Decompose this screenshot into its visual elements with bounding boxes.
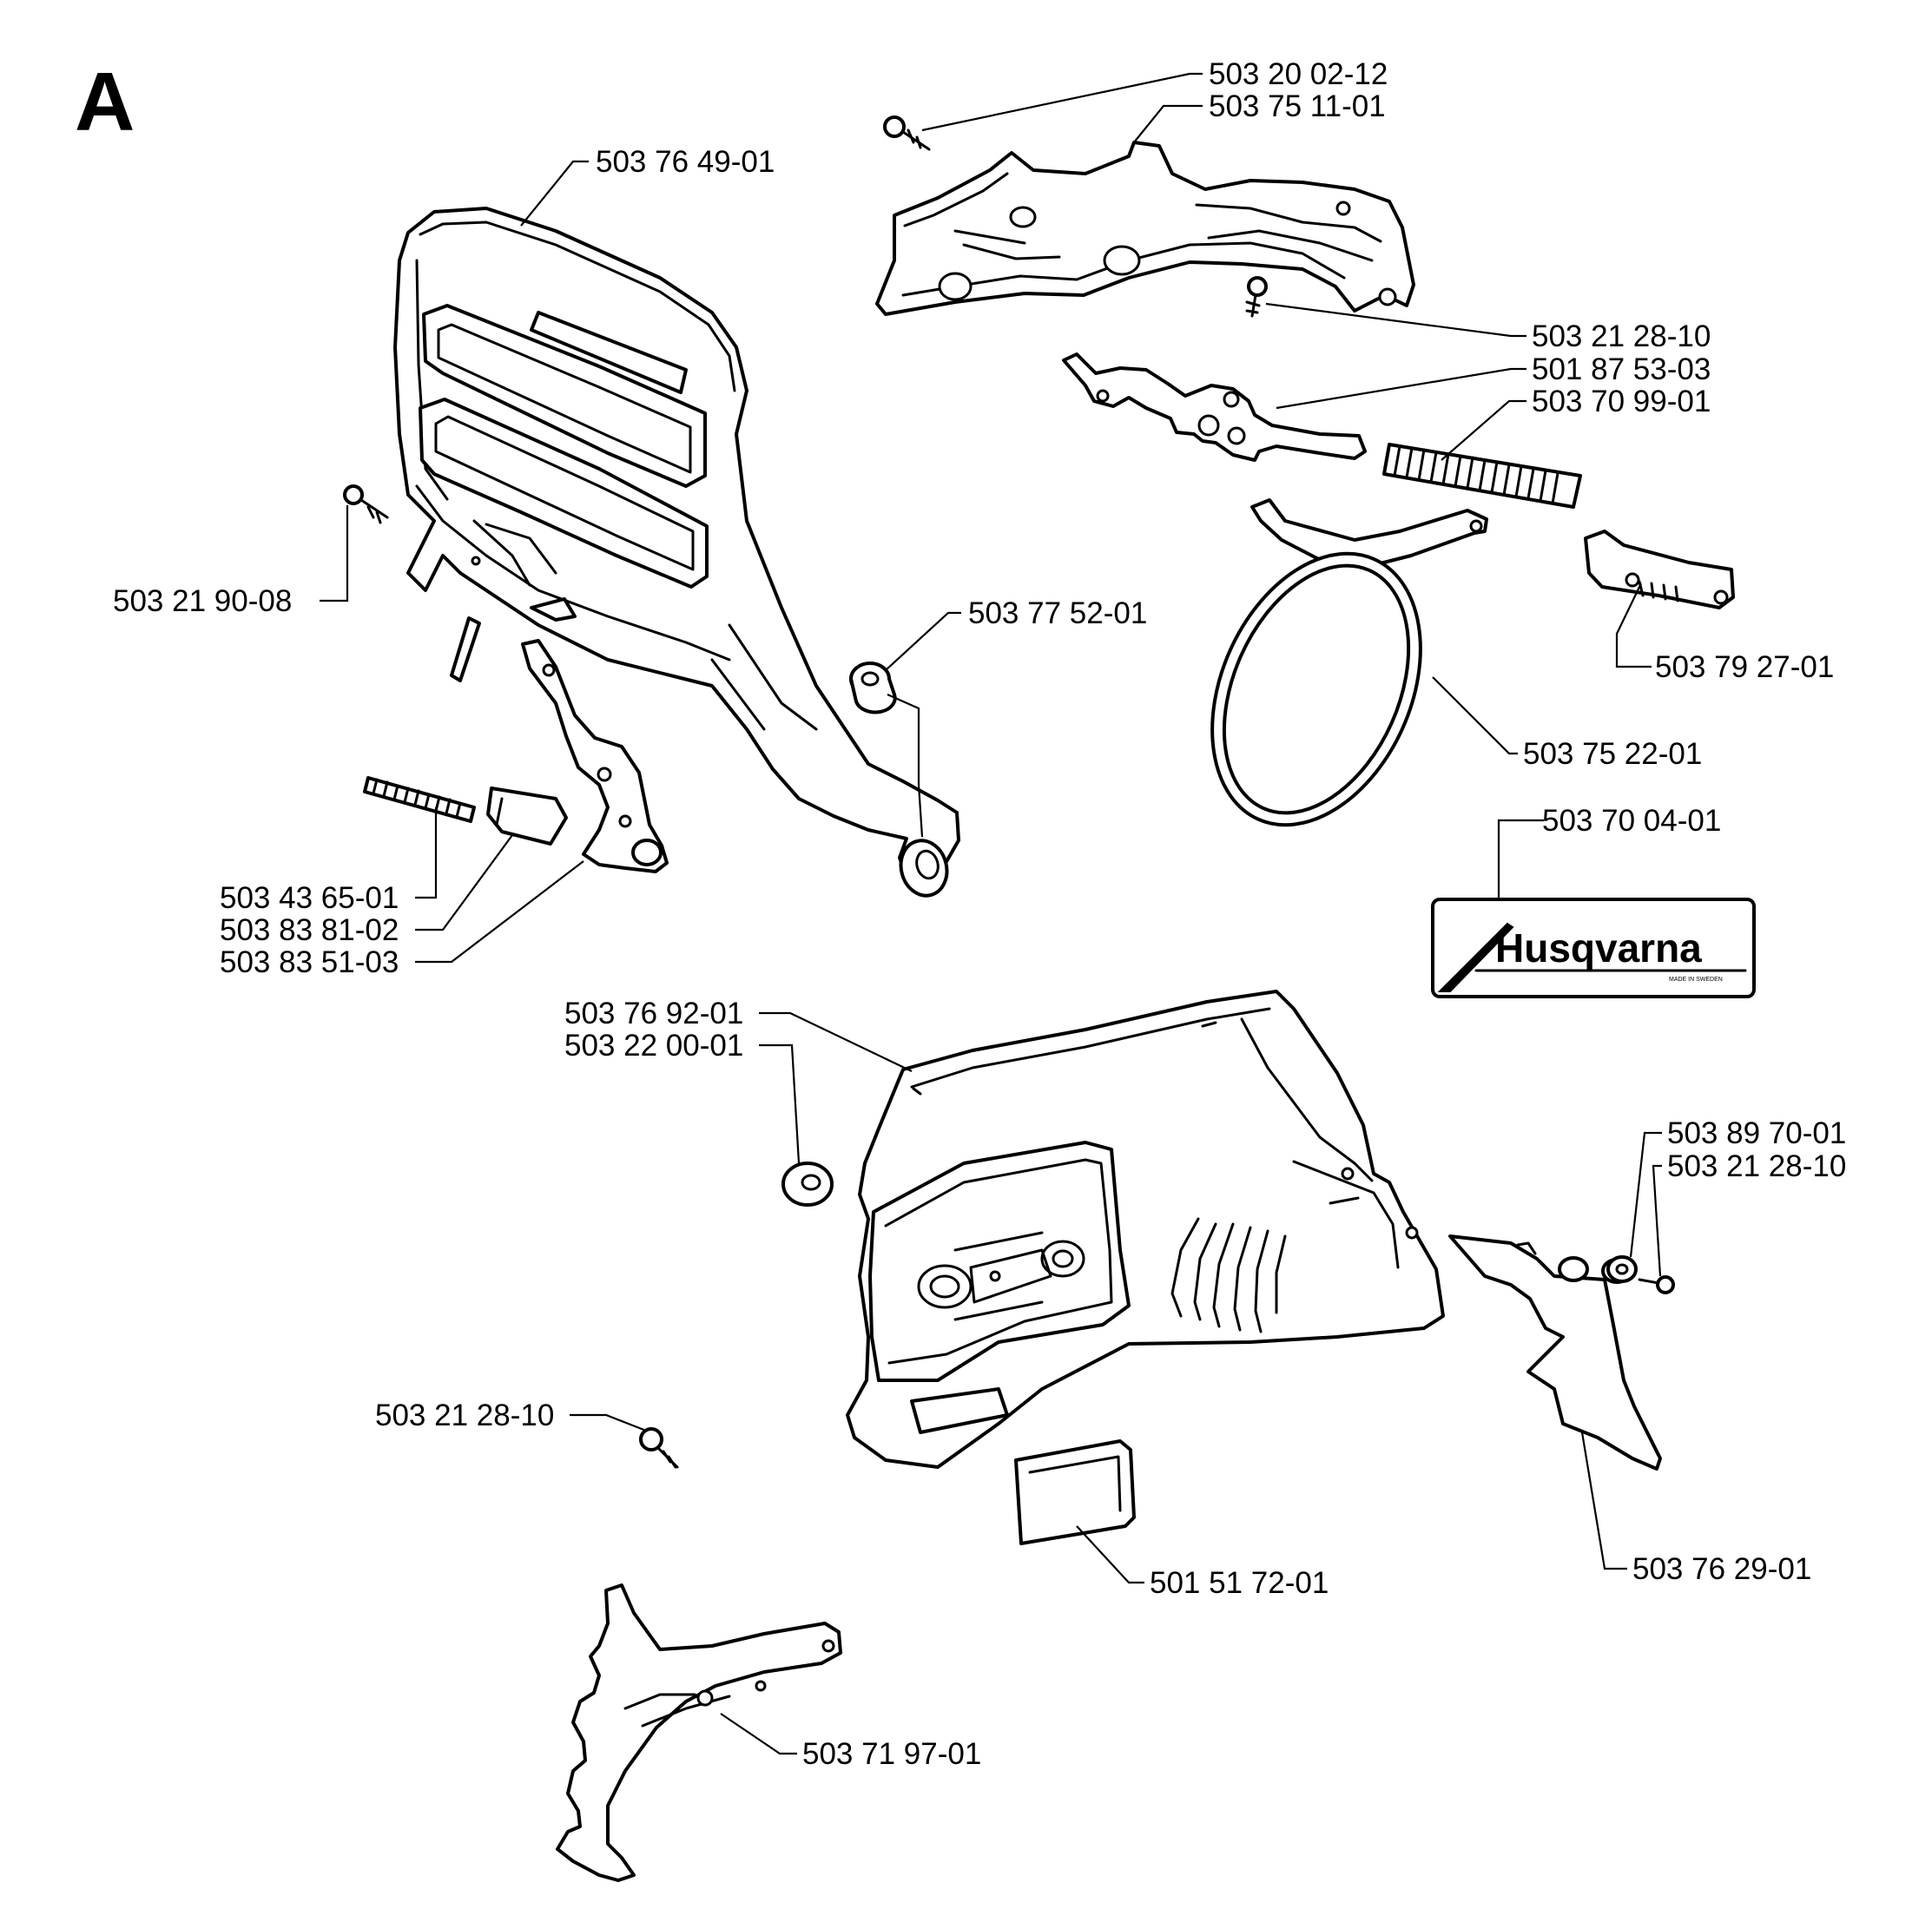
part-label: 503 77 52-01 xyxy=(968,596,1147,630)
bumper-spike xyxy=(556,1583,842,1882)
part-label: 503 70 04-01 xyxy=(1542,804,1721,838)
cover-nut xyxy=(781,1162,834,1207)
trigger-pin xyxy=(486,787,568,846)
part-label: 503 79 27-01 xyxy=(1655,650,1834,684)
part-label: 501 51 72-01 xyxy=(1150,1566,1329,1600)
clutch-cover xyxy=(846,990,1445,1469)
part-label: 503 89 70-01 xyxy=(1667,1116,1846,1150)
part-label: 501 87 53-03 xyxy=(1532,352,1711,386)
part-label: 503 21 28-10 xyxy=(375,1399,554,1432)
part-label: 503 76 49-01 xyxy=(596,145,775,179)
brake-spring xyxy=(1382,443,1582,509)
spring-cover xyxy=(1584,530,1735,609)
lever-screw xyxy=(1245,276,1268,318)
section-letter: A xyxy=(75,56,135,148)
decal-brand: Husqvarna xyxy=(1495,925,1702,971)
brake-housing-plate xyxy=(875,141,1415,316)
part-label: 503 76 29-01 xyxy=(1632,1552,1811,1586)
part-label: 503 22 00-01 xyxy=(564,1029,743,1063)
part-label: 503 21 28-10 xyxy=(1532,319,1711,353)
brake-band xyxy=(1210,498,1488,827)
front-hand-guard xyxy=(393,207,960,898)
brake-lever xyxy=(1062,352,1367,462)
part-label: 503 76 92-01 xyxy=(564,997,743,1030)
cover-nameplate xyxy=(1014,1439,1136,1545)
part-label: 503 43 65-01 xyxy=(220,881,399,915)
guard-screw xyxy=(343,484,389,524)
guard-bushing xyxy=(849,662,897,714)
part-label: 503 83 51-03 xyxy=(220,945,399,979)
part-label: 503 71 97-01 xyxy=(802,1737,981,1771)
leader-lines xyxy=(320,72,1662,1755)
trigger-spring xyxy=(363,776,476,823)
part-label: 503 70 99-01 xyxy=(1532,385,1711,418)
part-number-labels: 503 20 02-12 503 75 11-01 503 76 49-01 5… xyxy=(113,57,1846,1771)
part-label: 503 20 02-12 xyxy=(1209,57,1388,91)
housing-screw xyxy=(883,115,931,151)
husqvarna-decal: Husqvarna MADE IN SWEDEN xyxy=(1431,898,1756,998)
deflector-washer xyxy=(1606,1255,1638,1283)
trigger-plate xyxy=(521,639,669,873)
part-label: 503 75 22-01 xyxy=(1523,737,1702,771)
bumper-screw xyxy=(639,1427,679,1469)
part-label: 503 21 90-08 xyxy=(113,584,292,618)
decal-subtext: MADE IN SWEDEN xyxy=(1669,977,1723,983)
part-label: 503 75 11-01 xyxy=(1209,89,1386,123)
deflector-screw xyxy=(1638,1275,1675,1294)
part-label: 503 21 28-10 xyxy=(1667,1149,1846,1183)
part-label: 503 83 81-02 xyxy=(220,913,399,947)
